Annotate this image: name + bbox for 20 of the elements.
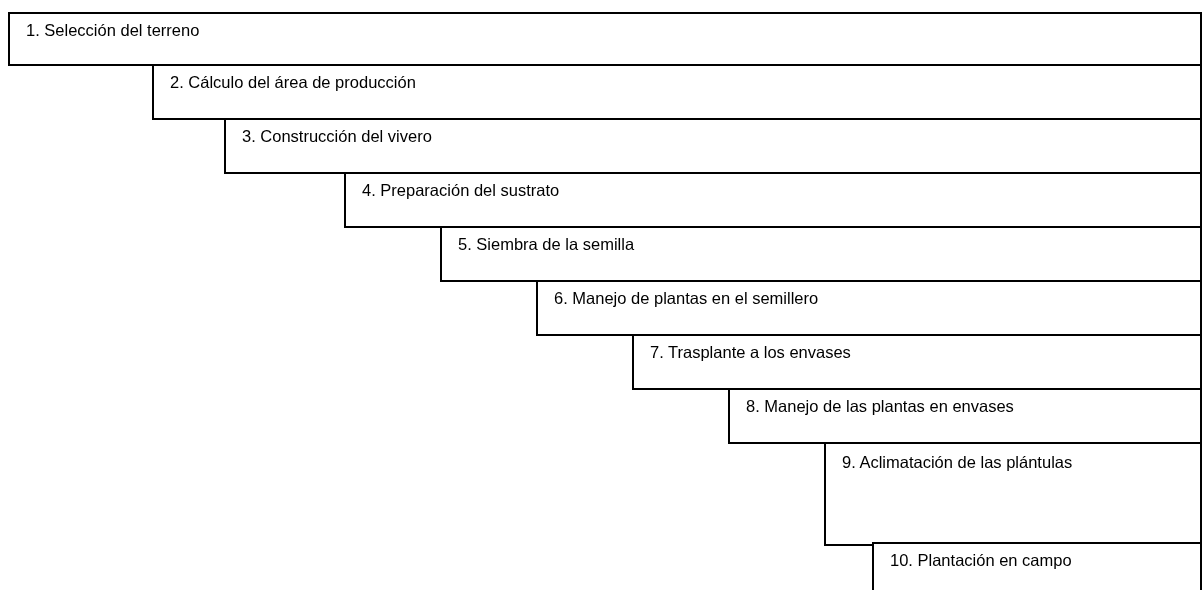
step-box — [8, 12, 1202, 66]
step-label: 8. Manejo de las plantas en envases — [746, 396, 1015, 417]
step-box — [728, 388, 1202, 444]
step-label: 9. Aclimatación de las plántulas — [842, 452, 1074, 473]
step-box — [824, 442, 1202, 546]
step-box — [152, 64, 1202, 120]
step-box — [632, 334, 1202, 390]
step-label: 6. Manejo de plantas en el semillero — [554, 288, 820, 309]
step-label: 5. Siembra de la semilla — [458, 234, 636, 255]
step-label: 10. Plantación en campo — [890, 550, 1073, 571]
step-box — [872, 542, 1202, 590]
step-box — [224, 118, 1202, 174]
step-box — [536, 280, 1202, 336]
step-box — [440, 226, 1202, 282]
step-label: 7. Trasplante a los envases — [650, 342, 852, 363]
step-label: 3. Construcción del vivero — [242, 126, 433, 147]
step-label: 1. Selección del terreno — [26, 20, 201, 41]
step-label: 4. Preparación del sustrato — [362, 180, 561, 201]
step-box — [344, 172, 1202, 228]
step-label: 2. Cálculo del área de producción — [170, 72, 417, 93]
